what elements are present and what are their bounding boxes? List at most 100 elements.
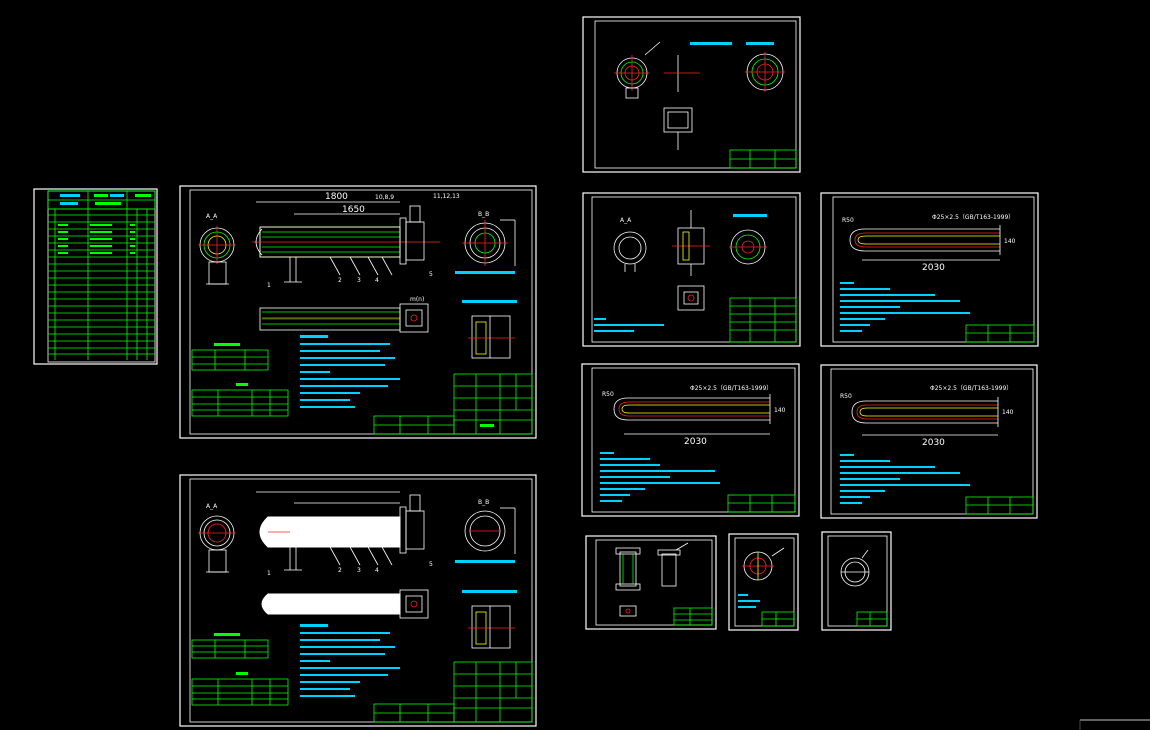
- technical-notes: [300, 335, 400, 408]
- svg-text:m(n): m(n): [410, 296, 424, 303]
- dim-radius: R50: [602, 391, 614, 398]
- balloon-2: 2: [338, 277, 342, 284]
- part-view-side: [657, 542, 689, 587]
- sheet-frame: [820, 192, 1039, 347]
- title-block: [856, 611, 888, 627]
- sheet-border: [189, 478, 533, 723]
- heater-plan-view: m(n): [259, 296, 429, 333]
- sheet-u-tube-right-top: 2030 R50 Φ25×2.5（GB/T163-1999） 140: [820, 192, 1039, 347]
- balloon-1: 1: [267, 282, 271, 289]
- title-block: [729, 149, 797, 169]
- dim-height: 140: [1002, 409, 1014, 416]
- sheet-border: [830, 368, 1034, 515]
- balloon-2: 2: [338, 567, 342, 574]
- section-label-aa: A_A: [620, 217, 632, 224]
- sheet-heater-assembly-top: A_A 1800 1650: [179, 185, 537, 439]
- section-label-aa: A_A: [206, 213, 218, 220]
- sheet-frame: [821, 531, 892, 631]
- tube-spec: Φ25×2.5（GB/T163-1999）: [690, 385, 772, 392]
- dim-length: 2030: [922, 263, 945, 273]
- dim-length: 2030: [684, 437, 707, 447]
- sheet-frame: [585, 535, 717, 630]
- section-label-aa: A_A: [206, 503, 218, 510]
- title-block: [965, 496, 1034, 515]
- tube-spec: Φ25×2.5（GB/T163-1999）: [930, 385, 1012, 392]
- flange-profile: [664, 42, 732, 92]
- sheet-border: [595, 539, 713, 626]
- sheet-frame: [179, 474, 537, 727]
- flange-side-view: [614, 41, 661, 99]
- flange-face-view: [455, 219, 516, 274]
- sheet-frame: [581, 363, 800, 517]
- technical-notes: [840, 282, 970, 332]
- technical-notes: [594, 318, 664, 332]
- sheet-border: [827, 535, 888, 627]
- sheet-frame: [582, 192, 801, 347]
- sheet-terminal-box-detail: A_A: [582, 192, 801, 347]
- detail-view: [462, 590, 517, 649]
- parts-table: [191, 343, 289, 417]
- svg-text:1650: 1650: [342, 205, 365, 215]
- detail-view: [462, 300, 517, 359]
- sheet-border: [591, 196, 797, 343]
- heater-elevation: 1800 1650 1 2 3 4 5 10,8,: [252, 192, 460, 289]
- bom-text-strokes: [58, 194, 151, 254]
- sheet-part-small-3: [821, 531, 892, 631]
- dim-length: 2030: [922, 438, 945, 448]
- sheet-u-tube-right-bottom: 2030 R50 Φ25×2.5（GB/T163-1999） 140: [820, 364, 1038, 519]
- title-block: [965, 324, 1035, 343]
- flange-side-view: [613, 231, 647, 272]
- balloon-4: 4: [375, 567, 379, 574]
- technical-notes: [840, 454, 970, 504]
- sheet-border: [734, 537, 795, 627]
- flange-face: [729, 214, 767, 265]
- sheet-bom-list: [33, 188, 158, 365]
- sheet-frame: [582, 16, 801, 173]
- balloon-3: 3: [357, 277, 361, 284]
- dim-radius: R50: [840, 393, 852, 400]
- u-tube-drawing: 2030 R50 Φ25×2.5（GB/T163-1999） 140: [840, 385, 1014, 448]
- svg-text:1800: 1800: [325, 192, 348, 202]
- sheet-frame: [820, 364, 1038, 519]
- parts-table: [191, 633, 289, 706]
- terminal-box-plan: [677, 285, 705, 311]
- dim-radius: R50: [842, 217, 854, 224]
- part-view-front: [615, 547, 641, 591]
- flange-face: [745, 42, 785, 92]
- sheet-border: [591, 367, 796, 513]
- ring-part: [840, 549, 870, 587]
- sheet-border: [47, 190, 156, 363]
- svg-text:10,8,9: 10,8,9: [375, 194, 394, 201]
- balloon-1: 1: [267, 570, 271, 577]
- sheet-part-small-2: [728, 533, 799, 631]
- flange-face-view: [455, 507, 516, 563]
- u-tube-drawing: 2030 R50 Φ25×2.5（GB/T163-1999） 140: [842, 214, 1016, 273]
- section-label-bb: B_B: [478, 499, 489, 506]
- technical-notes: [300, 624, 400, 697]
- title-block: [673, 607, 713, 626]
- sheet-frame: [33, 188, 158, 365]
- sheet-u-tube-middle: 2030 R50 Φ25×2.5（GB/T163-1999） 140: [581, 363, 800, 517]
- u-tube-drawing: 2030 R50 Φ25×2.5（GB/T163-1999） 140: [602, 385, 786, 447]
- flange-section-view: [198, 515, 236, 573]
- sheet-border: [832, 196, 1035, 343]
- sheet-border: [594, 20, 797, 169]
- technical-notes: [738, 594, 760, 608]
- sheet-border: [189, 189, 533, 435]
- flange-face: [742, 547, 785, 581]
- dim-height: 140: [774, 407, 786, 414]
- sheet-frame: [179, 185, 537, 439]
- sheet-part-small-1: [585, 535, 717, 630]
- dim-height: 140: [1004, 238, 1016, 245]
- terminal-box-section: [672, 210, 710, 276]
- title-block: [761, 611, 795, 627]
- flange-section-view: [198, 226, 236, 285]
- title-block: [727, 494, 796, 513]
- tube-spec: Φ25×2.5（GB/T163-1999）: [932, 214, 1014, 221]
- heater-elevation: 1 2 3 4 5: [256, 491, 433, 577]
- sheet-frame: [728, 533, 799, 631]
- title-block: [373, 661, 533, 723]
- part-view-plan: [619, 605, 637, 617]
- technical-notes: [600, 452, 720, 502]
